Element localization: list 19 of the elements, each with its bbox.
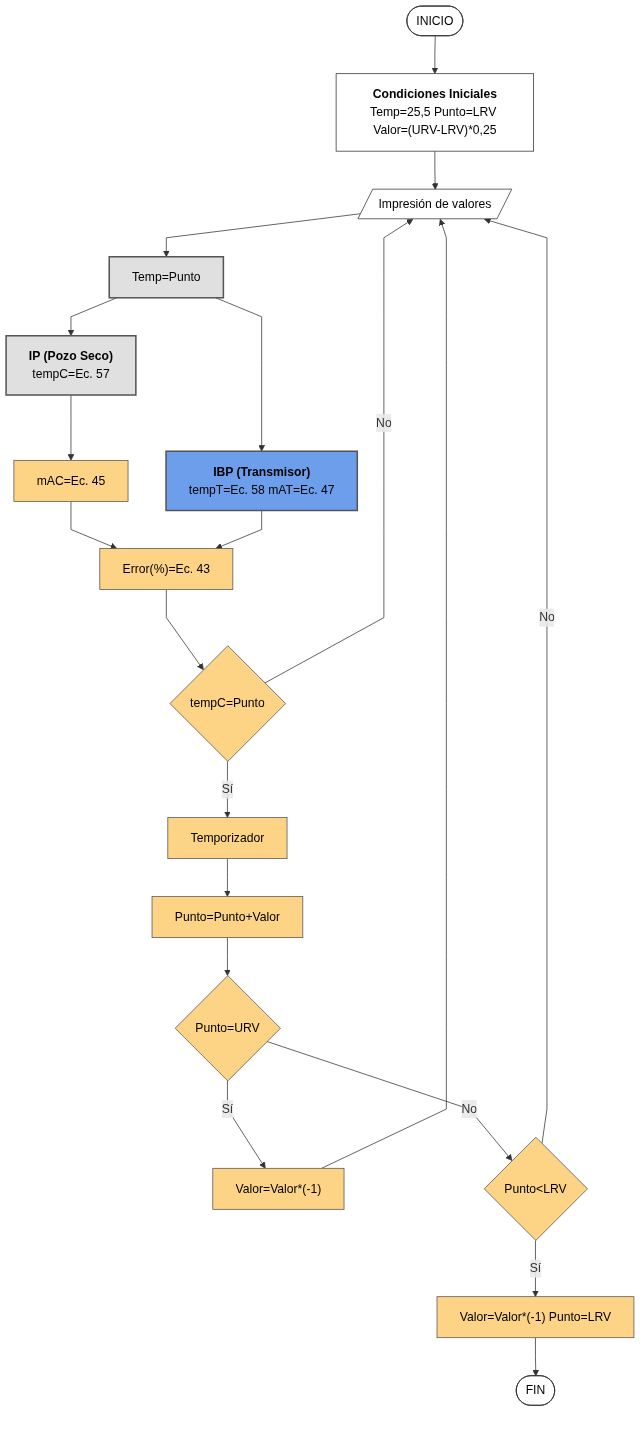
node-box: Valor=Valor*(-1) Punto=LRV <box>436 1296 635 1339</box>
node-box: Temp=Punto <box>108 256 225 299</box>
node-box: mAC=Ec. 45 <box>13 459 129 502</box>
edge-label: Sí <box>529 1261 542 1275</box>
edge-label: No <box>461 1102 478 1116</box>
node-box: Punto=Punto+Valor <box>151 896 304 938</box>
edge-label: No <box>376 416 392 430</box>
node-box: Temporizador <box>167 817 288 859</box>
node-diamond: Punto<LRV <box>483 1136 588 1241</box>
node-box: Error(%)=Ec. 43 <box>99 548 234 590</box>
node-diamond: tempC=Punto <box>169 645 286 762</box>
node-box: Valor=Valor*(-1) <box>212 1167 345 1210</box>
node-diamond: Punto=URV <box>174 975 281 1082</box>
node-box: Condiciones Iniciales Temp=25,5 Punto=LRV Valor=(URV-LRV)*0,25 <box>335 73 534 152</box>
edge-label: Sí <box>221 1102 234 1116</box>
node-box: IBP (Transmisor) tempT=Ec. 58 mAT=Ec. 47 <box>165 450 359 512</box>
node-box: IP (Pozo Seco) tempC=Ec. 57 <box>5 335 137 396</box>
edge-label: Sí <box>221 782 234 796</box>
edge-label: No <box>539 610 555 624</box>
